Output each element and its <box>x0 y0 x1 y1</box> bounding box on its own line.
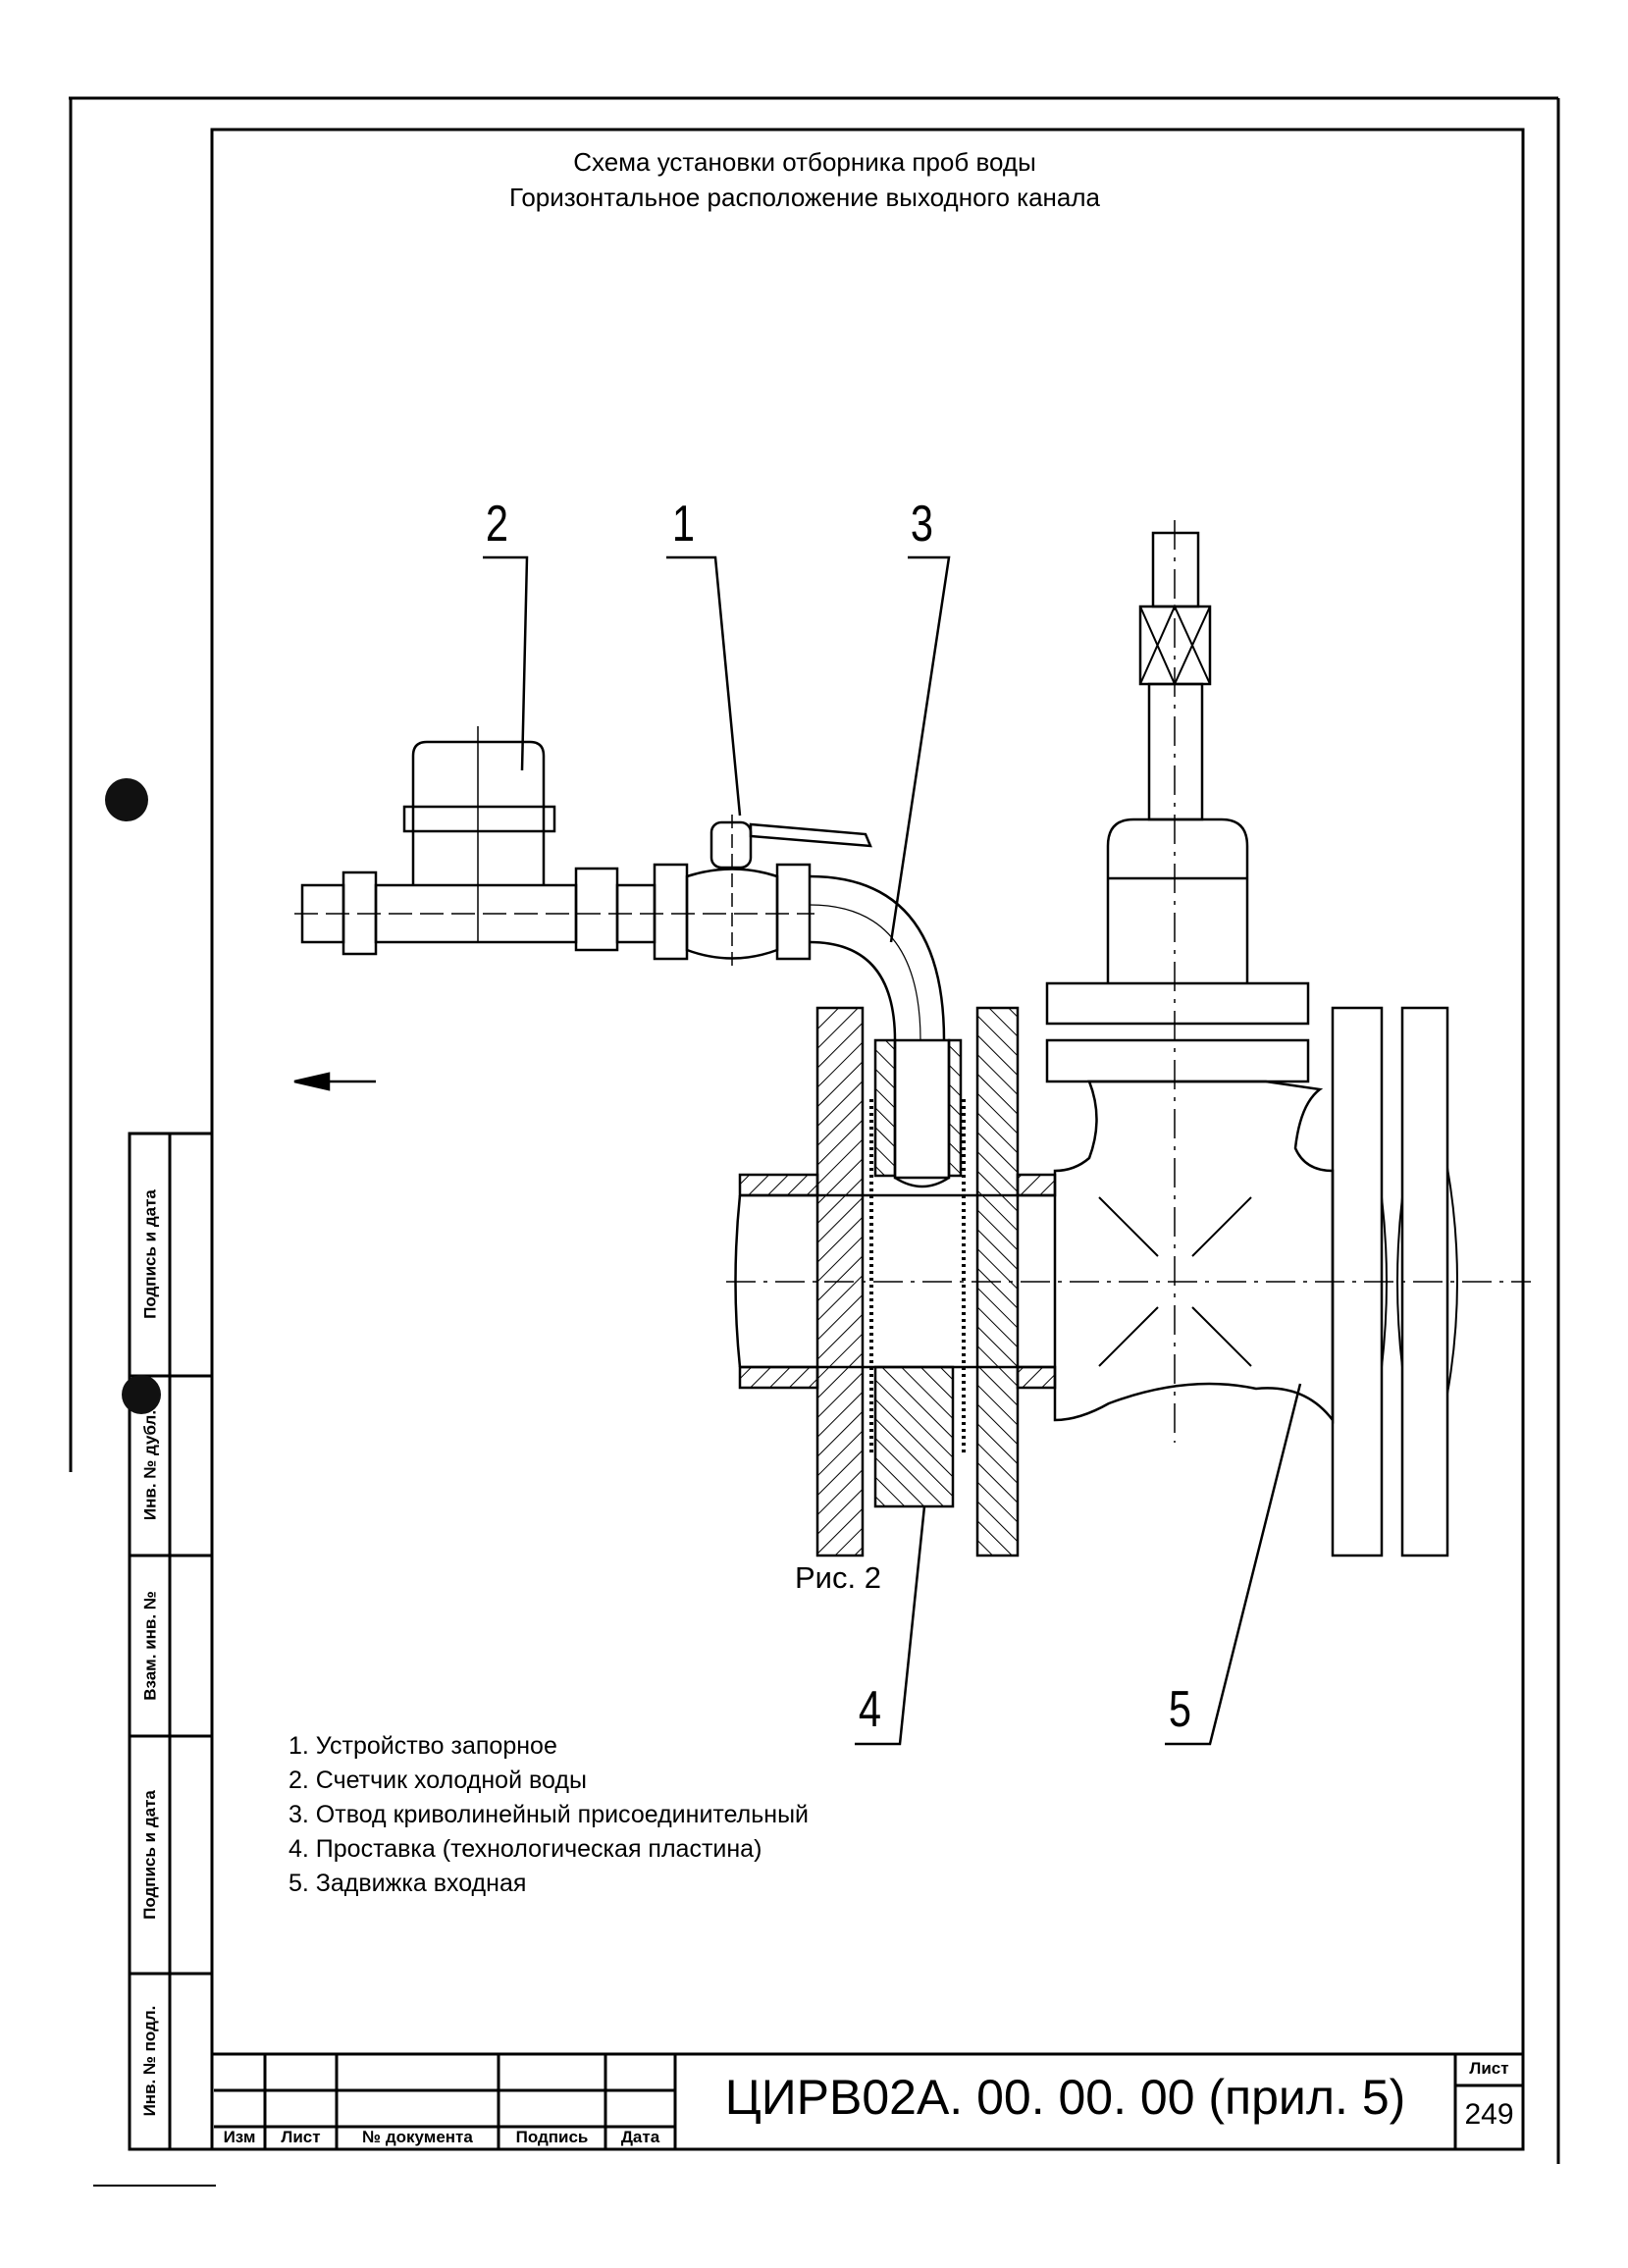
title-block-grid <box>212 2052 1523 2149</box>
callout-4: 4 <box>858 1681 882 1738</box>
document-designation: ЦИРВ02А. 00. 00. 00 (прил. 5) <box>724 2070 1406 2125</box>
callout-2: 2 <box>485 496 509 553</box>
legend-item: 3. Отвод криволинейный присоединительный <box>289 1801 810 1828</box>
leader-4 <box>855 1505 926 1746</box>
drawing-title-line1: Схема установки отборника проб воды <box>573 147 1036 177</box>
legend-item: 4. Проставка (технологическая пластина) <box>289 1835 762 1863</box>
callout-5: 5 <box>1168 1681 1192 1738</box>
gate-valve <box>1045 520 1458 1557</box>
flow-arrow-icon <box>293 1072 376 1091</box>
tb-header-signature: Подпись <box>515 2128 589 2146</box>
spacer-plate <box>869 1038 966 1508</box>
tb-header-date: Дата <box>620 2128 660 2146</box>
side-stamp-grid <box>128 1132 214 2151</box>
leader-1 <box>666 555 742 817</box>
callout-3: 3 <box>910 496 934 553</box>
parts-legend: 1. Устройство запорное 2. Счетчик холодн… <box>289 1729 809 1901</box>
water-meter <box>300 726 578 956</box>
leader-3 <box>889 555 951 943</box>
tb-header-change: Изм <box>223 2128 256 2146</box>
punch-hole-mark <box>122 1375 161 1414</box>
leader-5 <box>1165 1383 1302 1746</box>
figure-caption: Рис. 2 <box>795 1560 881 1595</box>
assembly <box>293 520 1531 1746</box>
side-stamp-signature-date: Подпись и дата <box>140 1189 160 1319</box>
side-stamp-original-inv: Инв. № подл. <box>140 2005 159 2117</box>
side-stamp-signature-date-2: Подпись и дата <box>140 1790 159 1920</box>
side-stamp-dup-inv: Инв. № дубл. <box>140 1409 160 1521</box>
shutoff-valve <box>294 815 872 972</box>
callout-1: 1 <box>671 496 696 553</box>
punch-hole-mark <box>105 778 148 821</box>
legend-item: 5. Задвижка входная <box>289 1870 527 1897</box>
side-stamp-replaced-inv: Взам. инв. № <box>140 1591 160 1701</box>
drawing-title-line2: Горизонтальное расположение выходного ка… <box>509 183 1100 212</box>
tb-header-document: № документа <box>362 2128 473 2146</box>
legend-item: 1. Устройство запорное <box>289 1732 557 1760</box>
legend-item: 2. Счетчик холодной воды <box>289 1767 587 1794</box>
right-flange <box>975 1006 1020 1557</box>
left-flange <box>815 1006 865 1557</box>
leader-2 <box>483 555 529 771</box>
sheet-number: 249 <box>1464 2098 1514 2131</box>
tb-header-sheet: Лист <box>281 2128 321 2146</box>
sheet-label: Лист <box>1469 2059 1509 2078</box>
